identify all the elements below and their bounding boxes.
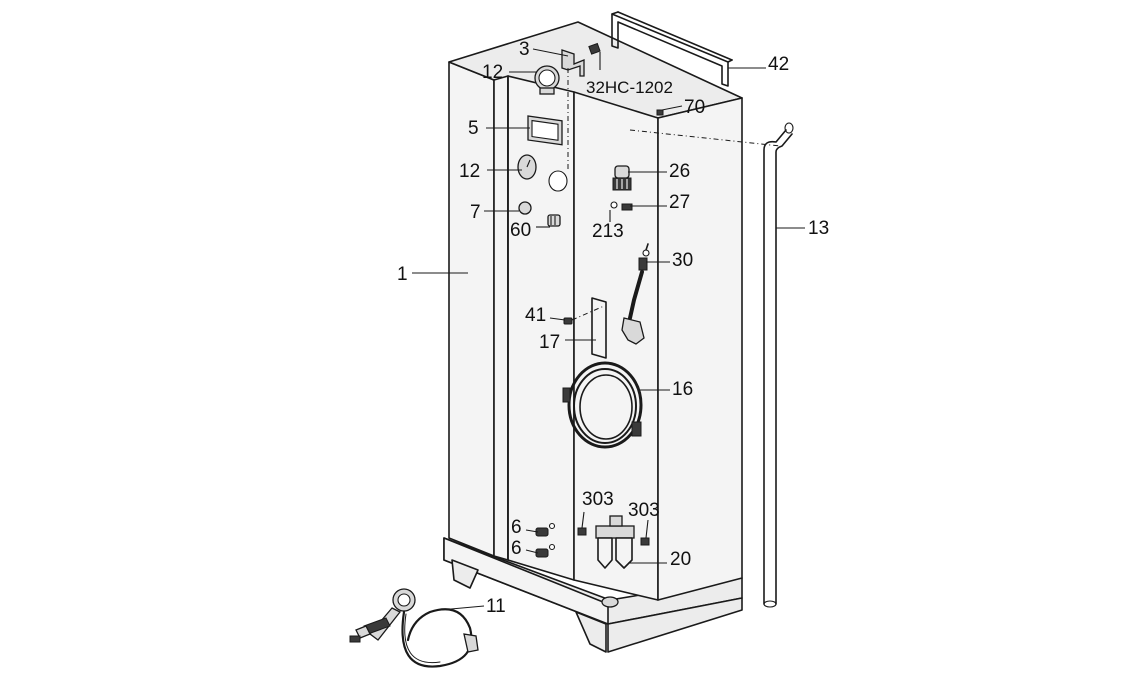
callout-32hc-1202: 32HC-1202 (586, 78, 673, 97)
callout-1: 1 (397, 264, 408, 285)
callout-41: 41 (525, 305, 546, 326)
blow-gun-30 (621, 243, 650, 345)
gauge-port (548, 170, 568, 192)
callout-12-middle: 12 (459, 161, 480, 182)
fitting-303-right (640, 537, 650, 546)
coiled-hose (562, 361, 643, 449)
fitting-27 (610, 201, 633, 211)
filter-regulator-20 (595, 515, 635, 569)
callout-42: 42 (768, 54, 789, 75)
fitting-303-left (577, 527, 587, 536)
dashdot-line-handle (629, 129, 781, 147)
fitting-60 (547, 214, 561, 227)
callout-30: 30 (672, 250, 693, 271)
regulator-26 (612, 165, 632, 191)
callout-6-upper: 6 (511, 517, 522, 538)
callout-12-top: 12 (482, 62, 503, 83)
leader-lines (412, 48, 805, 611)
callout-213: 213 (592, 221, 624, 242)
callout-11: 11 (486, 596, 506, 617)
callout-20: 20 (670, 549, 691, 570)
callout-labels: 1 3 12 32HC-1202 42 70 5 12 26 27 7 60 2… (397, 39, 829, 617)
callout-5: 5 (468, 118, 479, 139)
callout-70: 70 (684, 97, 705, 118)
callout-3: 3 (519, 39, 530, 60)
pressure-gauge-middle (517, 154, 537, 180)
filling-gun (349, 588, 479, 668)
fitting-32hc-1202 (588, 42, 601, 70)
hose-bracket (563, 297, 607, 359)
callout-7: 7 (470, 202, 481, 223)
callout-303-left: 303 (582, 489, 614, 510)
handle-bar (763, 122, 794, 608)
callout-6-lower: 6 (511, 538, 522, 559)
callout-303-right: 303 (628, 500, 660, 521)
handle-frame (611, 11, 733, 87)
callout-26: 26 (669, 161, 690, 182)
callout-60: 60 (510, 220, 531, 241)
knob-7 (518, 201, 532, 215)
callout-27: 27 (669, 192, 690, 213)
base-pallet (443, 537, 743, 653)
callout-13: 13 (808, 218, 829, 239)
callout-16: 16 (672, 379, 693, 400)
display-window (527, 115, 563, 146)
pressure-gauge-top (534, 65, 560, 95)
cabinet-body (448, 21, 743, 601)
callout-17: 17 (539, 332, 560, 353)
screw-70 (656, 109, 664, 116)
